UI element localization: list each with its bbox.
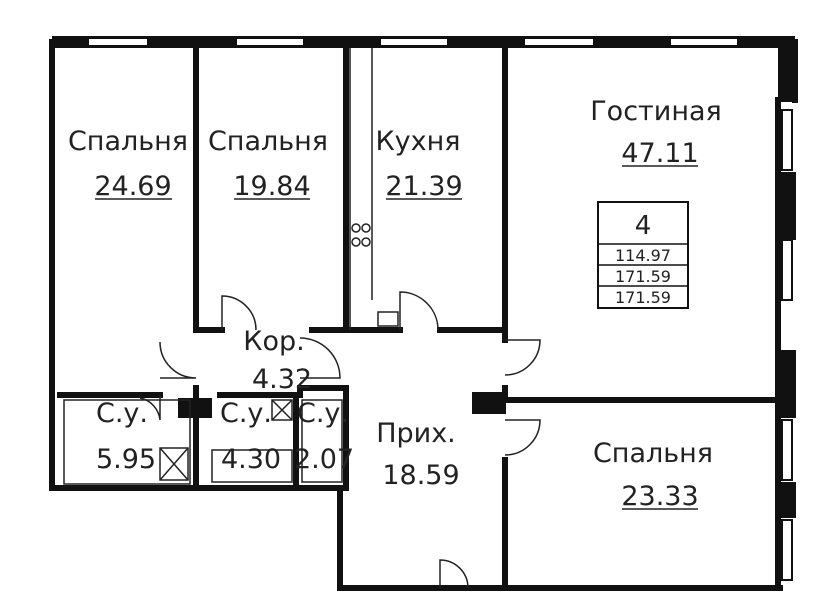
room-name: Спальня <box>593 438 713 469</box>
bath-fixtures <box>63 399 343 485</box>
room-name: С.у. <box>297 398 349 429</box>
room-label-bath-2: С.у. 4.30 <box>220 398 281 475</box>
room-area: 21.39 <box>385 171 462 202</box>
room-label-bath-3: С.у. 2.07 <box>294 398 354 475</box>
room-name: Кухня <box>375 126 460 157</box>
room-area: 2.07 <box>294 444 354 475</box>
room-label-living: Гостиная 47.11 <box>590 96 722 169</box>
room-name: С.у. <box>96 398 148 429</box>
room-label-hall: Прих. 18.59 <box>376 418 459 491</box>
rooms-count: 4 <box>635 211 652 241</box>
room-name: Гостиная <box>590 96 722 127</box>
room-name: Спальня <box>208 126 328 157</box>
total-area-2: 171.59 <box>615 288 671 307</box>
room-area: 24.69 <box>94 171 171 202</box>
room-label-kitchen: Кухня 21.39 <box>375 126 462 202</box>
room-label-bedroom-1: Спальня 24.69 <box>68 126 188 202</box>
top-windows <box>87 37 739 47</box>
right-windows <box>778 109 796 581</box>
room-name: Кор. <box>243 326 304 357</box>
room-area: 4.30 <box>221 444 281 475</box>
room-name: Прих. <box>376 418 456 449</box>
room-name: Спальня <box>68 126 188 157</box>
door-swings <box>139 291 541 589</box>
room-area: 47.11 <box>621 138 698 169</box>
room-area: 23.33 <box>621 481 698 512</box>
apartment-summary: 4 114.97 171.59 171.59 <box>597 201 689 309</box>
living-area: 114.97 <box>615 246 671 265</box>
room-area: 18.59 <box>382 460 459 491</box>
room-label-bedroom-2: Спальня 19.84 <box>208 126 328 202</box>
kitchen-fixtures <box>349 48 399 330</box>
room-label-bath-1: С.у. 5.95 <box>96 398 156 475</box>
room-area: 19.84 <box>233 171 310 202</box>
room-area: 4.32 <box>252 364 312 395</box>
interior-walls <box>57 45 781 591</box>
room-label-corridor: Кор. 4.32 <box>243 326 312 395</box>
room-name: С.у. <box>220 398 272 429</box>
total-area: 171.59 <box>615 267 671 286</box>
room-area: 5.95 <box>96 444 156 475</box>
room-label-bedroom-3: Спальня 23.33 <box>593 438 713 512</box>
